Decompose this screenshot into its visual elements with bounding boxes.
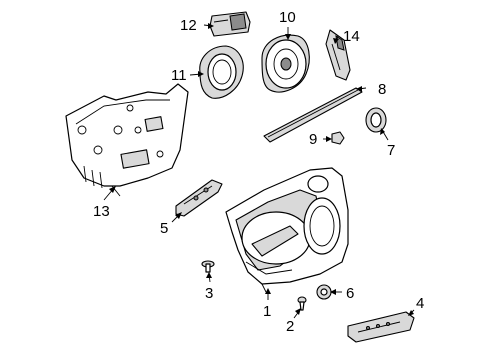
callout-4: 4: [416, 295, 424, 312]
part-2-screw: [297, 296, 307, 311]
callout-labels: 12 10 14 11 8 7 9 13 5 1 2 3 6 4: [93, 9, 424, 335]
callout-14: 14: [343, 28, 360, 45]
part-7-ring: [365, 107, 387, 133]
part-13-inner-panel: [65, 83, 189, 197]
part-3-push-pin: [201, 260, 215, 273]
part-5-handle-bracket: [175, 179, 223, 217]
callout-1: 1: [263, 303, 271, 320]
callout-7: 7: [387, 142, 395, 159]
part-6-cap: [316, 284, 332, 300]
leader-lines: [103, 23, 415, 319]
part-10-speaker: [261, 34, 310, 93]
part-4-armrest: [347, 311, 415, 343]
callout-2: 2: [286, 318, 294, 335]
part-9-clip: [331, 131, 345, 145]
part-1-door-trim-panel: [225, 167, 349, 293]
callout-3: 3: [205, 285, 213, 302]
callout-6: 6: [346, 285, 354, 302]
callout-10: 10: [279, 9, 296, 26]
callout-13: 13: [93, 203, 110, 220]
callout-8: 8: [378, 81, 386, 98]
part-14-trim-piece: [325, 29, 351, 81]
part-12-window-switch: [209, 11, 251, 37]
callout-11: 11: [171, 67, 187, 84]
callout-12: 12: [180, 17, 197, 34]
callout-9: 9: [309, 131, 317, 148]
callout-5: 5: [160, 220, 168, 237]
part-11-speaker-grille: [199, 45, 244, 99]
